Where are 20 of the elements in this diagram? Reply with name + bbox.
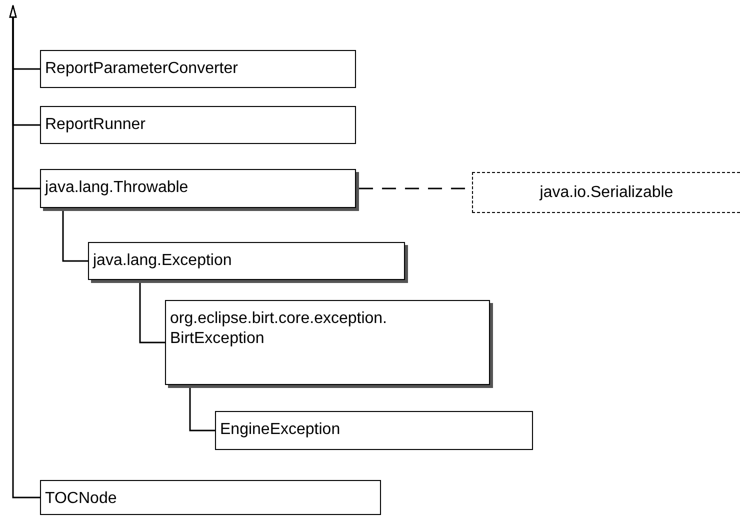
class-name: java.io.Serializable [540, 183, 674, 203]
connector-line [189, 388, 215, 432]
class-box [215, 411, 533, 450]
class-name: ReportRunner [45, 115, 146, 135]
class-box [40, 480, 381, 515]
class-box [165, 300, 490, 385]
class-name: EngineException [220, 420, 342, 440]
class-box [40, 169, 356, 208]
class-name: java.lang.Exception [93, 251, 233, 271]
connector-line [9, 5, 40, 498]
class-name: java.lang.Throwable [45, 178, 190, 198]
class-name: org.eclipse.birt.core.exception. BirtException [170, 309, 388, 349]
class-box [40, 106, 356, 144]
class-box [88, 242, 405, 280]
class-box [40, 50, 356, 88]
class-name: ReportParameterConverter [45, 59, 239, 79]
class-name: TOCNode [45, 489, 118, 509]
connector-line [139, 283, 165, 344]
interface-box [472, 172, 740, 213]
connector-line [62, 211, 88, 262]
